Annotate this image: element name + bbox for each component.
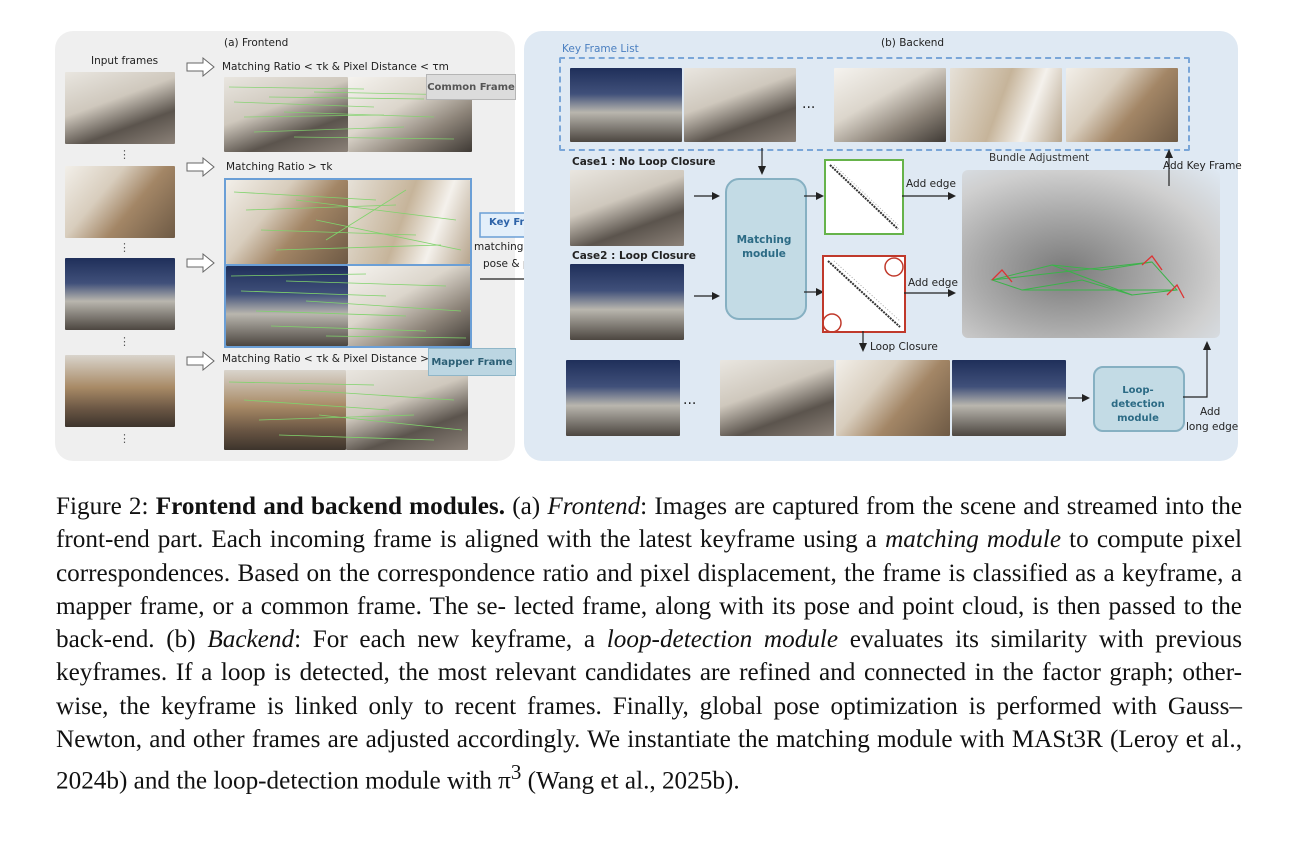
- case1-frame: [570, 170, 684, 246]
- caption-superscript: 3: [510, 760, 522, 785]
- matrix-no-loop: [824, 159, 904, 235]
- arrow-icon: [694, 192, 720, 200]
- input-frame-2: [65, 166, 175, 238]
- keyframe-thumb: [834, 68, 946, 142]
- caption-a-prefix: (a): [512, 493, 541, 520]
- key-frame-matches-2: [224, 264, 472, 348]
- arrow-icon: [186, 156, 215, 178]
- key-frame-matches: [224, 178, 472, 266]
- arrow-icon: [902, 192, 956, 200]
- vertical-dots: ⋮: [119, 241, 130, 254]
- input-frames-label: Input frames: [91, 55, 159, 67]
- keyframe-thumb: [1066, 68, 1178, 142]
- matching-module-box: [725, 178, 807, 320]
- arrow-icon: [804, 192, 824, 200]
- backend-title: (b) Backend: [881, 37, 945, 49]
- case2-frame: [570, 264, 684, 340]
- add-key-frame-label: Add Key Frame: [1163, 160, 1242, 172]
- keyframe-thumb: [684, 68, 796, 142]
- caption-title: Frontend and backend modules.: [155, 493, 506, 520]
- arrow-icon: [186, 56, 215, 78]
- key-frame-tag: Key Frame: [489, 217, 549, 228]
- arrow-icon: [694, 292, 720, 300]
- query-ellipsis: ...: [683, 392, 697, 408]
- input-frame-4: [65, 355, 175, 427]
- loop-detection-module-label: Loop-detection module: [1111, 385, 1165, 424]
- arrow-icon: [859, 331, 867, 352]
- caption-text: : Images are captured from the scene and…: [56, 493, 1243, 554]
- arrow-icon: [1068, 394, 1090, 402]
- arrow-icon: [804, 288, 824, 296]
- rule-key-frame: Matching Ratio > τk: [226, 161, 333, 173]
- frontend-title: (a) Frontend: [224, 37, 289, 49]
- matrix-loop: [822, 255, 906, 333]
- caption-text: evaluates its similarity with previous k…: [56, 626, 1243, 795]
- rule-common-frame: Matching Ratio < τk & Pixel Distance < τ…: [222, 61, 449, 73]
- matching-module-label: Matching module: [736, 234, 792, 260]
- caption-loop-detection: loop-detection module: [606, 626, 839, 654]
- keyframe-thumb: [950, 68, 1062, 142]
- common-frame-tag: Common Frame: [426, 74, 516, 100]
- mapper-frame-tag: Mapper Frame: [428, 348, 516, 376]
- bundle-adjustment-label: Bundle Adjustment: [989, 152, 1090, 164]
- caption-backend: Backend: [207, 626, 295, 654]
- mapper-frame-matches: [224, 370, 468, 450]
- keyframe-ellipsis: ...: [802, 96, 816, 112]
- add-edge-label-1: Add edge: [906, 178, 956, 190]
- rule-mapper-frame: Matching Ratio < τk & Pixel Distance > τ…: [222, 353, 449, 365]
- common-frame-matches: [224, 77, 472, 152]
- case1-label: Case1 : No Loop Closure: [572, 156, 716, 168]
- loop-closure-label: Loop Closure: [870, 341, 938, 353]
- key-frame-list-label: Key Frame List: [562, 43, 639, 55]
- key-frame-list-box: [559, 57, 1190, 151]
- add-edge-label-2: Add edge: [908, 277, 958, 289]
- case2-label: Case2 : Loop Closure: [572, 250, 696, 262]
- vertical-dots: ⋮: [119, 148, 130, 161]
- vertical-dots: ⋮: [119, 432, 130, 445]
- arrow-icon: [904, 289, 956, 297]
- candidate-frame: [836, 360, 950, 436]
- point-cloud: [962, 170, 1220, 338]
- caption-matching-module: matching module: [885, 526, 1062, 554]
- vertical-dots: ⋮: [119, 335, 130, 348]
- add-long-edge-label-1: Add: [1200, 406, 1221, 418]
- candidate-frame: [720, 360, 834, 436]
- arrow-icon: [758, 148, 766, 175]
- candidate-frame: [952, 360, 1066, 436]
- loop-detection-module-box: [1093, 366, 1185, 432]
- input-frame-3: [65, 258, 175, 330]
- caption-text: to compute pixel correspondences. Based …: [56, 526, 1243, 654]
- keyframe-thumb: [570, 68, 682, 142]
- caption-frontend: Frontend: [547, 493, 641, 520]
- arrow-icon: [1165, 149, 1173, 186]
- caption-text: : For each new keyframe, a: [294, 626, 596, 654]
- caption-text: (Wang et al., 2025b).: [527, 767, 740, 795]
- arrow-icon: [1183, 341, 1211, 398]
- add-long-edge-label-2: long edge: [1186, 421, 1239, 433]
- query-frame: [566, 360, 680, 436]
- input-frame-1: [65, 72, 175, 144]
- figure-number: Figure 2:: [56, 493, 149, 520]
- arrow-icon: [186, 350, 215, 372]
- figure-caption: Figure 2: Frontend and backend modules. …: [56, 490, 1242, 798]
- arrow-icon: [186, 252, 215, 274]
